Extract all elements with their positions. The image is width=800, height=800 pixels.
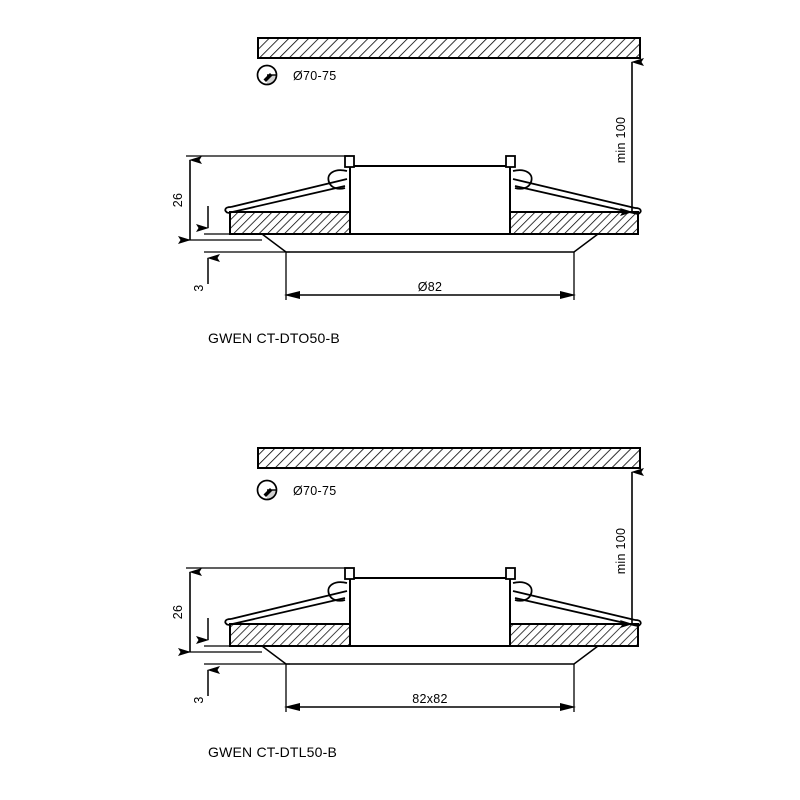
body-height-dimension-bottom: 26 <box>171 567 350 656</box>
mounting-tab-left <box>344 155 355 168</box>
mounting-tab-left <box>344 567 355 580</box>
flange-left-hatch <box>229 211 351 235</box>
flange-left-hatch <box>229 623 351 647</box>
drilled-hole-icon <box>256 64 278 86</box>
ceiling-hatch-rect <box>257 447 641 469</box>
body-height-label: 26 <box>171 605 185 620</box>
figure-bottom: Ø70-75 min 100 <box>171 447 644 760</box>
fixture-assembly-bottom <box>224 567 642 665</box>
flange-right-hatch <box>509 211 639 235</box>
lamp-body <box>349 165 511 235</box>
od-arrow-right <box>560 291 576 299</box>
trim-thickness-dimension-top: 3 <box>192 206 290 292</box>
mounting-tab-right <box>505 155 516 168</box>
outer-size-label: 82x82 <box>412 692 448 706</box>
outer-diameter-dimension-top: Ø82 <box>284 252 576 300</box>
spring-clip-right <box>512 581 642 627</box>
trim-thickness-label: 3 <box>192 284 206 291</box>
od-arrow-left <box>284 291 300 299</box>
ceiling-slab-bottom <box>257 447 641 469</box>
cutout-callout-bottom: Ø70-75 <box>256 479 337 501</box>
lamp-body <box>349 577 511 647</box>
flange-right-hatch <box>509 623 639 647</box>
mounting-tab-right <box>505 567 516 580</box>
od-arrow-right <box>560 703 576 711</box>
cutout-callout-top: Ø70-75 <box>256 64 337 86</box>
trim-thickness-dimension-bottom: 3 <box>192 618 290 704</box>
part-label-top: GWEN CT-DTO50-B <box>208 330 340 346</box>
body-height-dimension-top: 26 <box>171 155 350 244</box>
ceiling-hatch-rect <box>257 37 641 59</box>
ceiling-slab-top <box>257 37 641 59</box>
outer-size-dimension-bottom: 82x82 <box>284 664 576 712</box>
drilled-hole-icon <box>256 479 278 501</box>
trim-ring-profile <box>261 645 599 665</box>
cutout-dimension-label: Ø70-75 <box>293 484 337 498</box>
od-arrow-left <box>284 703 300 711</box>
body-height-label: 26 <box>171 193 185 208</box>
clearance-dimension-label: min 100 <box>614 528 628 575</box>
clearance-dimension-top: min 100 <box>614 58 644 216</box>
figure-top: Ø70-75 min 100 <box>171 37 644 346</box>
fixture-assembly-top <box>224 155 642 253</box>
part-label-bottom: GWEN CT-DTL50-B <box>208 744 337 760</box>
cutout-dimension-label: Ø70-75 <box>293 69 337 83</box>
outer-diameter-label: Ø82 <box>418 280 443 294</box>
spring-clip-right <box>512 169 642 215</box>
clearance-dimension-label: min 100 <box>614 117 628 164</box>
clearance-dimension-bottom: min 100 <box>614 468 644 628</box>
spring-clip-left <box>224 169 348 214</box>
trim-thickness-label: 3 <box>192 696 206 703</box>
trim-ring-profile <box>261 233 599 253</box>
spring-clip-left <box>224 581 348 626</box>
